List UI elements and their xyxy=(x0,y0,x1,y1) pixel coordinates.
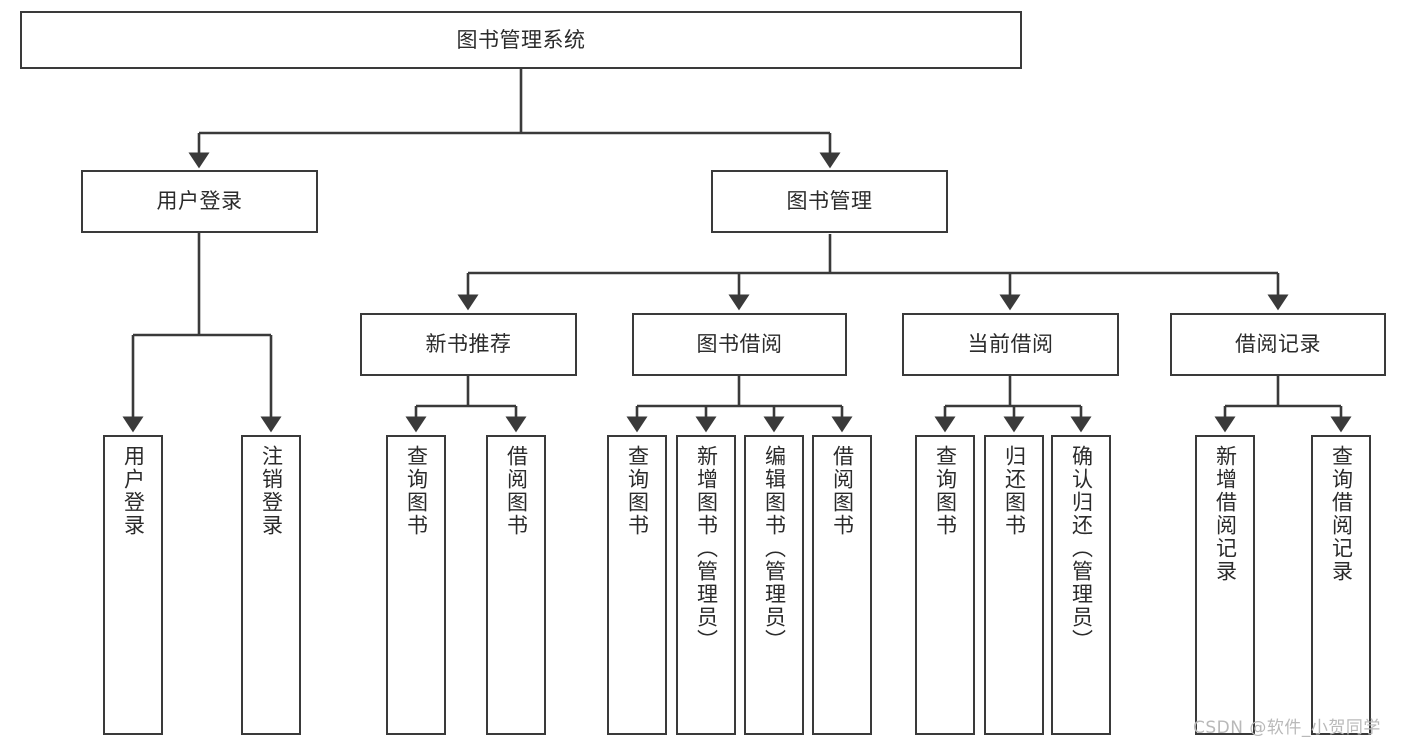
node-label: 借阅图书 xyxy=(504,445,529,537)
node-label: 确认归还（管理员） xyxy=(1069,445,1094,652)
node-borrowing-records[interactable]: 借阅记录 xyxy=(1170,313,1386,376)
leaf-logout[interactable]: 注销登录 xyxy=(241,435,301,735)
leaf-recommend-borrow-book[interactable]: 借阅图书 xyxy=(486,435,546,735)
node-book-management[interactable]: 图书管理 xyxy=(711,170,948,233)
leaf-recommend-query-book[interactable]: 查询图书 xyxy=(386,435,446,735)
node-label: 新增图书（管理员） xyxy=(694,445,719,652)
leaf-record-query-borrow-record[interactable]: 查询借阅记录 xyxy=(1311,435,1371,735)
node-label: 用户登录 xyxy=(156,189,243,214)
leaf-user-login[interactable]: 用户登录 xyxy=(103,435,163,735)
node-label: 借阅图书 xyxy=(830,445,855,537)
leaf-record-add-borrow-record[interactable]: 新增借阅记录 xyxy=(1195,435,1255,735)
node-label: 借阅记录 xyxy=(1235,332,1321,357)
node-label: 用户登录 xyxy=(121,445,146,537)
node-label: 查询图书 xyxy=(625,445,650,537)
node-book-borrowing[interactable]: 图书借阅 xyxy=(632,313,847,376)
node-label: 查询图书 xyxy=(933,445,958,537)
leaf-borrow-lend-book[interactable]: 借阅图书 xyxy=(812,435,872,735)
node-label: 注销登录 xyxy=(259,445,284,537)
leaf-current-query-book[interactable]: 查询图书 xyxy=(915,435,975,735)
leaf-borrow-add-book-admin[interactable]: 新增图书（管理员） xyxy=(676,435,736,735)
node-root-book-management-system[interactable]: 图书管理系统 xyxy=(20,11,1022,69)
leaf-borrow-query-book[interactable]: 查询图书 xyxy=(607,435,667,735)
node-label: 图书管理 xyxy=(786,189,873,214)
leaf-current-return-book[interactable]: 归还图书 xyxy=(984,435,1044,735)
node-label: 新书推荐 xyxy=(425,332,512,357)
node-current-borrowing[interactable]: 当前借阅 xyxy=(902,313,1119,376)
node-label: 查询图书 xyxy=(404,445,429,537)
node-user-login[interactable]: 用户登录 xyxy=(81,170,318,233)
node-new-book-recommendation[interactable]: 新书推荐 xyxy=(360,313,577,376)
node-label: 图书借阅 xyxy=(696,332,783,357)
node-label: 图书管理系统 xyxy=(456,27,586,52)
node-label: 查询借阅记录 xyxy=(1329,445,1354,583)
leaf-borrow-edit-book-admin[interactable]: 编辑图书（管理员） xyxy=(744,435,804,735)
leaf-current-confirm-return-admin[interactable]: 确认归还（管理员） xyxy=(1051,435,1111,735)
node-label: 编辑图书（管理员） xyxy=(762,445,787,652)
node-label: 归还图书 xyxy=(1002,445,1027,537)
watermark-text: CSDN @软件_小贺同学 xyxy=(1193,718,1381,738)
node-label: 新增借阅记录 xyxy=(1213,445,1238,583)
node-label: 当前借阅 xyxy=(967,332,1054,357)
